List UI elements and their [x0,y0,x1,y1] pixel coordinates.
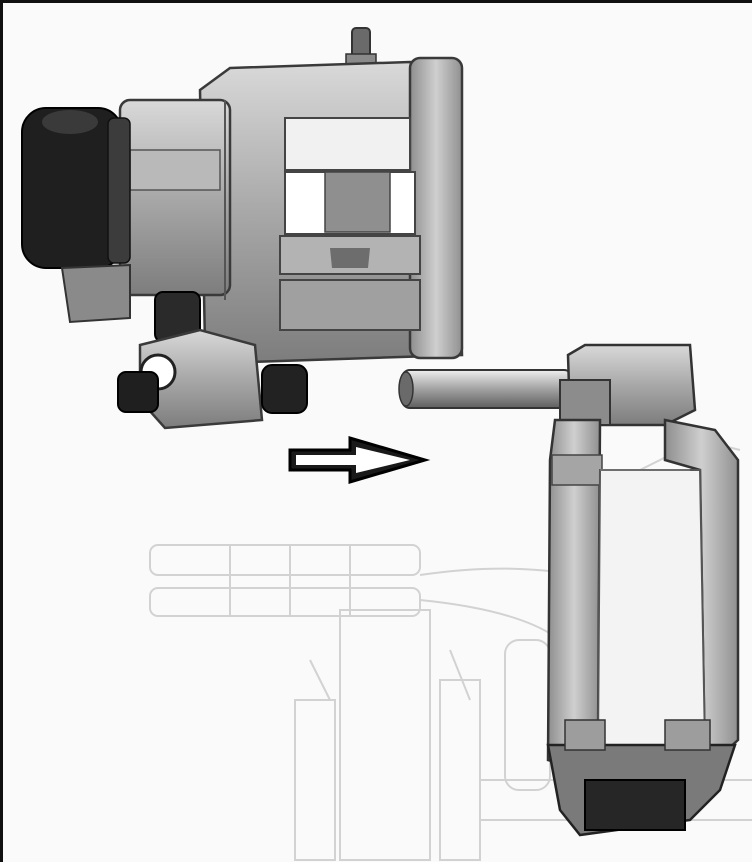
arrow-right-icon [288,435,431,485]
guide-pin [398,369,573,409]
caliper-carrier-bracket [546,343,740,837]
brake-caliper [21,27,464,430]
background-schematic-drawing [149,438,752,861]
